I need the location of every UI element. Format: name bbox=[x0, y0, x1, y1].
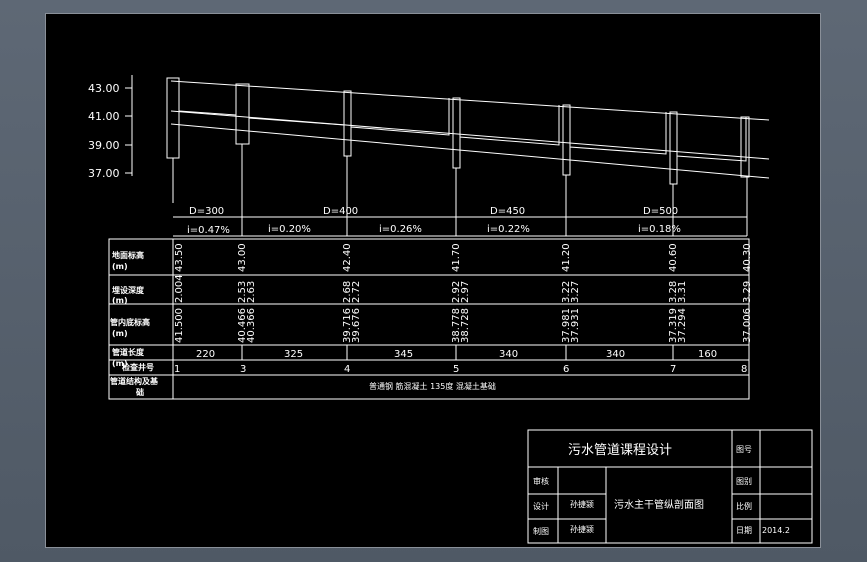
length-value: 220 bbox=[196, 349, 215, 360]
y-tick-label: 39.00 bbox=[88, 139, 120, 152]
pipe-top-line bbox=[170, 110, 770, 160]
diameter-label: D=500 bbox=[643, 206, 678, 217]
invert-value: 40.366 bbox=[246, 308, 257, 343]
row-label-base-2: 础 bbox=[136, 387, 144, 397]
scale-label: 比例 bbox=[736, 501, 752, 511]
y-axis: 43.00 41.00 39.00 37.00 bbox=[88, 75, 133, 180]
slope-label: i=0.20% bbox=[268, 224, 311, 235]
fig-no-label: 图号 bbox=[736, 445, 752, 454]
row-label-invert-unit: (m) bbox=[112, 329, 128, 338]
ground-value: 40.60 bbox=[668, 243, 679, 272]
invert-value: 39.676 bbox=[351, 308, 362, 343]
row-label-base: 管道结构及基 bbox=[110, 376, 159, 386]
date-value: 2014.2 bbox=[762, 526, 790, 535]
length-value: 345 bbox=[394, 349, 413, 360]
length-value: 325 bbox=[284, 349, 303, 360]
invert-value: 37.981 bbox=[561, 308, 572, 343]
row-label-ground-unit: (m) bbox=[112, 262, 128, 271]
depth-value: 3.29 bbox=[742, 281, 753, 303]
well-number: 4 bbox=[344, 364, 350, 375]
invert-value: 37.294 bbox=[677, 308, 688, 343]
ground-value: 43.00 bbox=[237, 243, 248, 272]
row-label-invert: 管内底标高 bbox=[110, 317, 150, 327]
depth-value: 2.92 bbox=[451, 281, 462, 303]
slope-label: i=0.22% bbox=[487, 224, 530, 235]
pipe-spec-band: D=300 D=400 D=450 D=500 i=0.47% i=0.20% … bbox=[173, 206, 747, 237]
pipe-bottom-line bbox=[170, 123, 770, 179]
well-number: 6 bbox=[563, 364, 569, 375]
depth-value: 2.72 bbox=[351, 281, 362, 303]
depth-value: 3.31 bbox=[677, 281, 688, 303]
well-number: 7 bbox=[670, 364, 676, 375]
depth-value: 3.22 bbox=[561, 281, 572, 303]
ground-value: 41.20 bbox=[561, 243, 572, 272]
y-tick-label: 43.00 bbox=[88, 82, 120, 95]
profile-table: 地面标高 (m) 埋设深度 (m) 管内底标高 (m) 管道长度 (m) 检查井… bbox=[108, 238, 753, 400]
slope-label: i=0.26% bbox=[379, 224, 422, 235]
well-number: 1 bbox=[174, 364, 180, 375]
depth-value: 2.004 bbox=[174, 274, 185, 303]
y-tick-label: 37.00 bbox=[88, 167, 120, 180]
row-label-length: 管道长度 bbox=[112, 347, 145, 357]
row-label-depth: 埋设深度 bbox=[112, 285, 145, 295]
well-number: 3 bbox=[240, 364, 246, 375]
base-description: 普通钢 筋混凝土 135度 混凝土基础 bbox=[369, 381, 496, 391]
invert-value: 37.006 bbox=[742, 308, 753, 343]
row-label-length-unit: (m) bbox=[112, 359, 128, 368]
diameter-label: D=450 bbox=[490, 206, 525, 217]
project-title: 污水管道课程设计 bbox=[568, 443, 672, 458]
length-value: 340 bbox=[499, 349, 518, 360]
draw-label: 制图 bbox=[533, 526, 549, 536]
title-block: 污水管道课程设计 审核 设计 制图 孙捷颍 孙捷颍 污水主干管纵剖面图 图号 图… bbox=[527, 429, 813, 544]
invert-value: 40.466 bbox=[237, 308, 248, 343]
drafter-name: 孙捷颍 bbox=[570, 524, 594, 534]
drawing-sheet: 43.00 41.00 39.00 37.00 bbox=[45, 13, 821, 548]
review-label: 审核 bbox=[533, 476, 549, 486]
invert-value: 38.778 bbox=[451, 308, 462, 343]
invert-value: 37.319 bbox=[668, 308, 679, 343]
diameter-label: D=300 bbox=[189, 206, 224, 217]
well-number: 5 bbox=[453, 364, 459, 375]
length-value: 340 bbox=[606, 349, 625, 360]
ground-value: 42.40 bbox=[342, 243, 353, 272]
slope-label: i=0.18% bbox=[638, 224, 681, 235]
depth-value: 2.68 bbox=[342, 281, 353, 303]
ground-value: 41.70 bbox=[451, 243, 462, 272]
invert-value: 41.500 bbox=[174, 308, 185, 343]
station-lines bbox=[172, 144, 748, 236]
depth-value: 3.27 bbox=[570, 281, 581, 303]
ground-value: 40.30 bbox=[742, 243, 753, 272]
ground-value: 43.50 bbox=[174, 243, 185, 272]
diameter-label: D=400 bbox=[323, 206, 358, 217]
date-label: 日期 bbox=[736, 526, 752, 535]
fig-label: 图别 bbox=[736, 477, 752, 486]
well-number: 8 bbox=[741, 364, 747, 375]
row-label-well: 检查井号 bbox=[122, 362, 154, 372]
depth-value: 2.53 bbox=[237, 281, 248, 303]
profile-drawing: 43.00 41.00 39.00 37.00 bbox=[88, 75, 813, 544]
drawing-name: 污水主干管纵剖面图 bbox=[614, 498, 704, 511]
row-label-ground: 地面标高 bbox=[112, 250, 144, 260]
y-tick-label: 41.00 bbox=[88, 110, 120, 123]
design-label: 设计 bbox=[533, 501, 549, 511]
ground-line bbox=[170, 80, 770, 121]
invert-value: 38.728 bbox=[460, 308, 471, 343]
depth-value: 2.97 bbox=[460, 281, 471, 303]
slope-label: i=0.47% bbox=[187, 225, 230, 236]
designer-name: 孙捷颍 bbox=[570, 499, 594, 509]
invert-value: 37.931 bbox=[570, 308, 581, 343]
depth-value: 3.28 bbox=[668, 281, 679, 303]
profile-lines bbox=[170, 80, 770, 179]
invert-value: 39.716 bbox=[342, 308, 353, 343]
length-value: 160 bbox=[698, 349, 717, 360]
row-label-depth-unit: (m) bbox=[112, 296, 128, 305]
depth-value: 2.63 bbox=[246, 281, 257, 303]
